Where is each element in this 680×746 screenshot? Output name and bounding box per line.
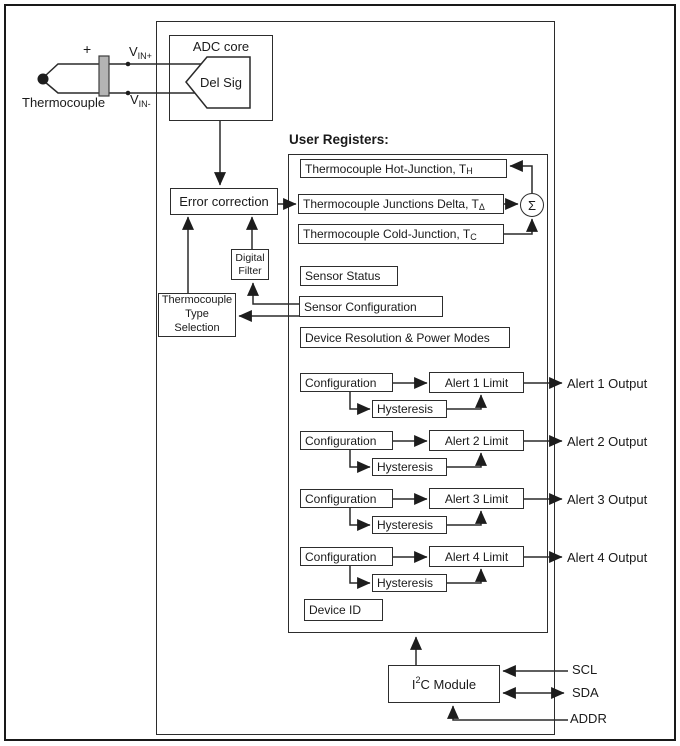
pin-label-addr: ADDR (570, 711, 607, 726)
vin-minus-base: V (130, 92, 139, 107)
hot-junction-sub: H (466, 166, 473, 176)
type-selection-line2: Type (185, 308, 209, 321)
adc-core-title: ADC core (192, 39, 250, 54)
outer-border (4, 4, 676, 741)
junctions-delta-sub: Δ (478, 201, 485, 212)
cold-junction-sub: C (470, 231, 477, 242)
alert1-configuration-box: Configuration (300, 373, 393, 392)
adc-core-box (169, 35, 273, 121)
delsig-label: Del Sig (200, 75, 242, 90)
digital-filter-box: Digital Filter (231, 249, 269, 280)
vin-plus-label: VIN+ (129, 44, 152, 61)
vin-plus-sub: IN+ (137, 51, 152, 61)
i2c-rest: C Module (420, 676, 477, 692)
alert2-output-label: Alert 2 Output (567, 434, 648, 449)
pin-label-sda: SDA (572, 685, 599, 700)
i2c-base: I (411, 676, 416, 692)
i2c-sup: 2 (415, 674, 421, 685)
thermocouple-label: Thermocouple (22, 95, 106, 110)
alert3-configuration-box: Configuration (300, 489, 393, 508)
alert3-output-label: Alert 3 Output (567, 492, 648, 507)
digital-filter-line1: Digital (235, 251, 265, 264)
digital-filter-line2: Filter (238, 264, 262, 277)
hot-junction-text: Thermocouple Hot-Junction, T (305, 161, 467, 176)
alert3-limit-box: Alert 3 Limit (429, 488, 524, 509)
alert2-limit-box: Alert 2 Limit (429, 430, 524, 451)
alert4-hysteresis-box: Hysteresis (372, 574, 447, 592)
register-sensor-status: Sensor Status (300, 266, 398, 286)
junctions-delta-text: Thermocouple Junctions Delta, T (303, 197, 479, 211)
alert1-hysteresis-box: Hysteresis (372, 400, 447, 418)
alert2-configuration-box: Configuration (300, 431, 393, 450)
type-selection-line3: Selection (174, 321, 220, 334)
vin-plus-base: V (129, 44, 138, 59)
user-registers-panel (288, 154, 548, 633)
user-registers-title: User Registers: (289, 132, 389, 147)
register-device-id: Device ID (304, 599, 383, 621)
error-correction-box: Error correction (170, 188, 278, 215)
register-sensor-configuration: Sensor Configuration (299, 296, 443, 317)
cold-junction-text: Thermocouple Cold-Junction, T (303, 227, 471, 241)
alert3-hysteresis-box: Hysteresis (372, 516, 447, 534)
alert1-output-label: Alert 1 Output (567, 376, 648, 391)
alert1-limit-box: Alert 1 Limit (429, 372, 524, 393)
vin-minus-label: VIN- (130, 92, 151, 109)
pin-label-scl: SCL (572, 662, 598, 677)
sigma-node: Σ (520, 193, 544, 217)
register-device-resolution: Device Resolution & Power Modes (300, 327, 510, 348)
type-selection-line1: Thermocouple (161, 294, 233, 307)
vin-minus-sub: IN- (138, 99, 151, 109)
alert4-output-label: Alert 4 Output (567, 550, 648, 565)
alert4-configuration-box: Configuration (300, 547, 393, 566)
alert4-limit-box: Alert 4 Limit (429, 546, 524, 567)
thermocouple-type-selection-box: Thermocouple Type Selection (158, 293, 236, 337)
alert2-hysteresis-box: Hysteresis (372, 458, 447, 476)
plus-sign-label: + (83, 41, 92, 57)
